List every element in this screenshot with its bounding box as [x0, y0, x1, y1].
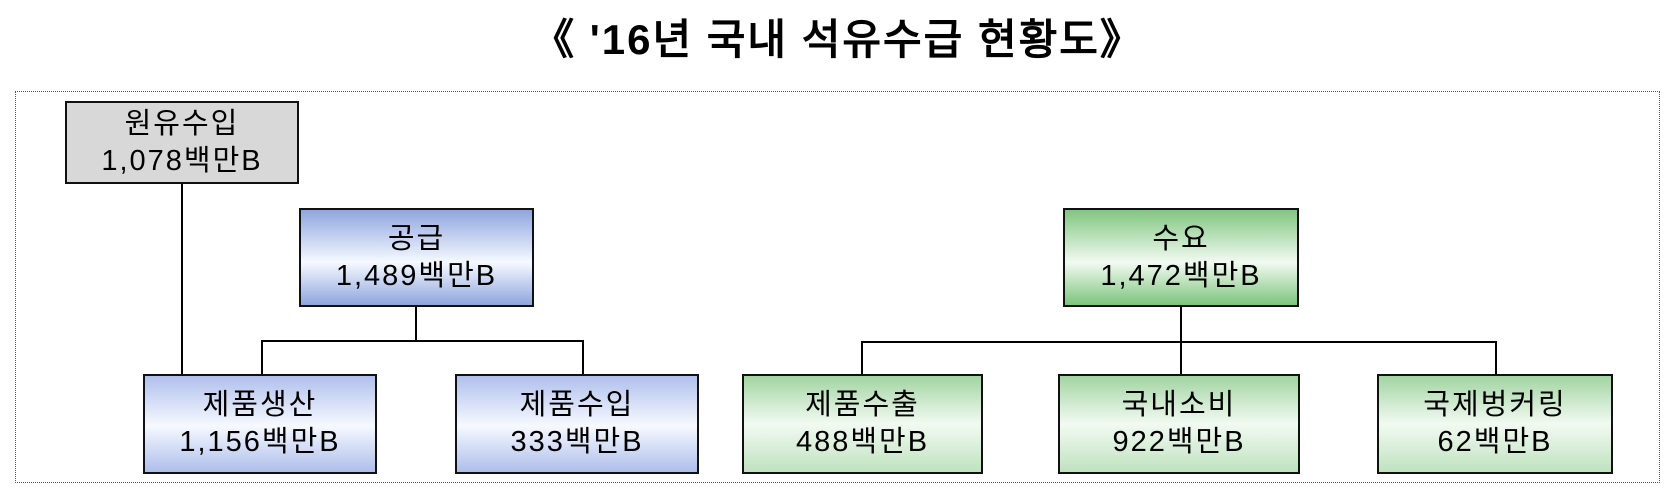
node-value: 1,472백만B: [1100, 259, 1262, 292]
node-international-bunkering: 국제벙커링 62백만B: [1377, 374, 1613, 474]
node-supply: 공급 1,489백만B: [299, 208, 534, 307]
node-crude-oil-import: 원유수입 1,078백만B: [65, 101, 299, 184]
node-label: 수요: [1152, 222, 1210, 255]
node-value: 1,156백만B: [179, 426, 341, 458]
connector-supply-to-product-import: [582, 340, 584, 374]
node-demand: 수요 1,472백만B: [1063, 208, 1299, 307]
connector-demand-to-bunkering: [1495, 341, 1497, 374]
node-product-import: 제품수입 333백만B: [455, 374, 699, 474]
node-label: 국내소비: [1121, 389, 1237, 421]
node-domestic-consumption: 국내소비 922백만B: [1058, 374, 1300, 474]
node-label: 제품생산: [202, 389, 318, 421]
diagram-frame: [15, 91, 1660, 483]
node-value: 62백만B: [1437, 426, 1553, 458]
connector-supply-to-production: [261, 340, 263, 374]
connector-demand-to-export: [861, 341, 863, 374]
node-value: 488백만B: [795, 426, 930, 458]
node-value: 922백만B: [1112, 426, 1246, 458]
node-label: 제품수출: [805, 389, 920, 421]
connector-supply-branch: [261, 340, 584, 342]
node-value: 1,078백만B: [101, 144, 263, 177]
connector-demand-branch: [861, 341, 1497, 343]
node-value: 333백만B: [510, 426, 644, 458]
node-value: 1,489백만B: [335, 259, 498, 292]
node-label: 공급: [387, 222, 446, 255]
diagram-title: 《 '16년 국내 석유수급 현황도》: [532, 16, 1144, 63]
connector-demand-stem: [1180, 307, 1182, 374]
node-label: 제품수입: [519, 389, 635, 421]
node-product-production: 제품생산 1,156백만B: [143, 374, 377, 474]
node-product-export: 제품수출 488백만B: [742, 374, 983, 474]
connector-crude-to-production: [181, 184, 183, 374]
connector-supply-stem: [415, 307, 417, 342]
node-label: 원유수입: [124, 107, 240, 140]
node-label: 국제벙커링: [1423, 389, 1567, 421]
